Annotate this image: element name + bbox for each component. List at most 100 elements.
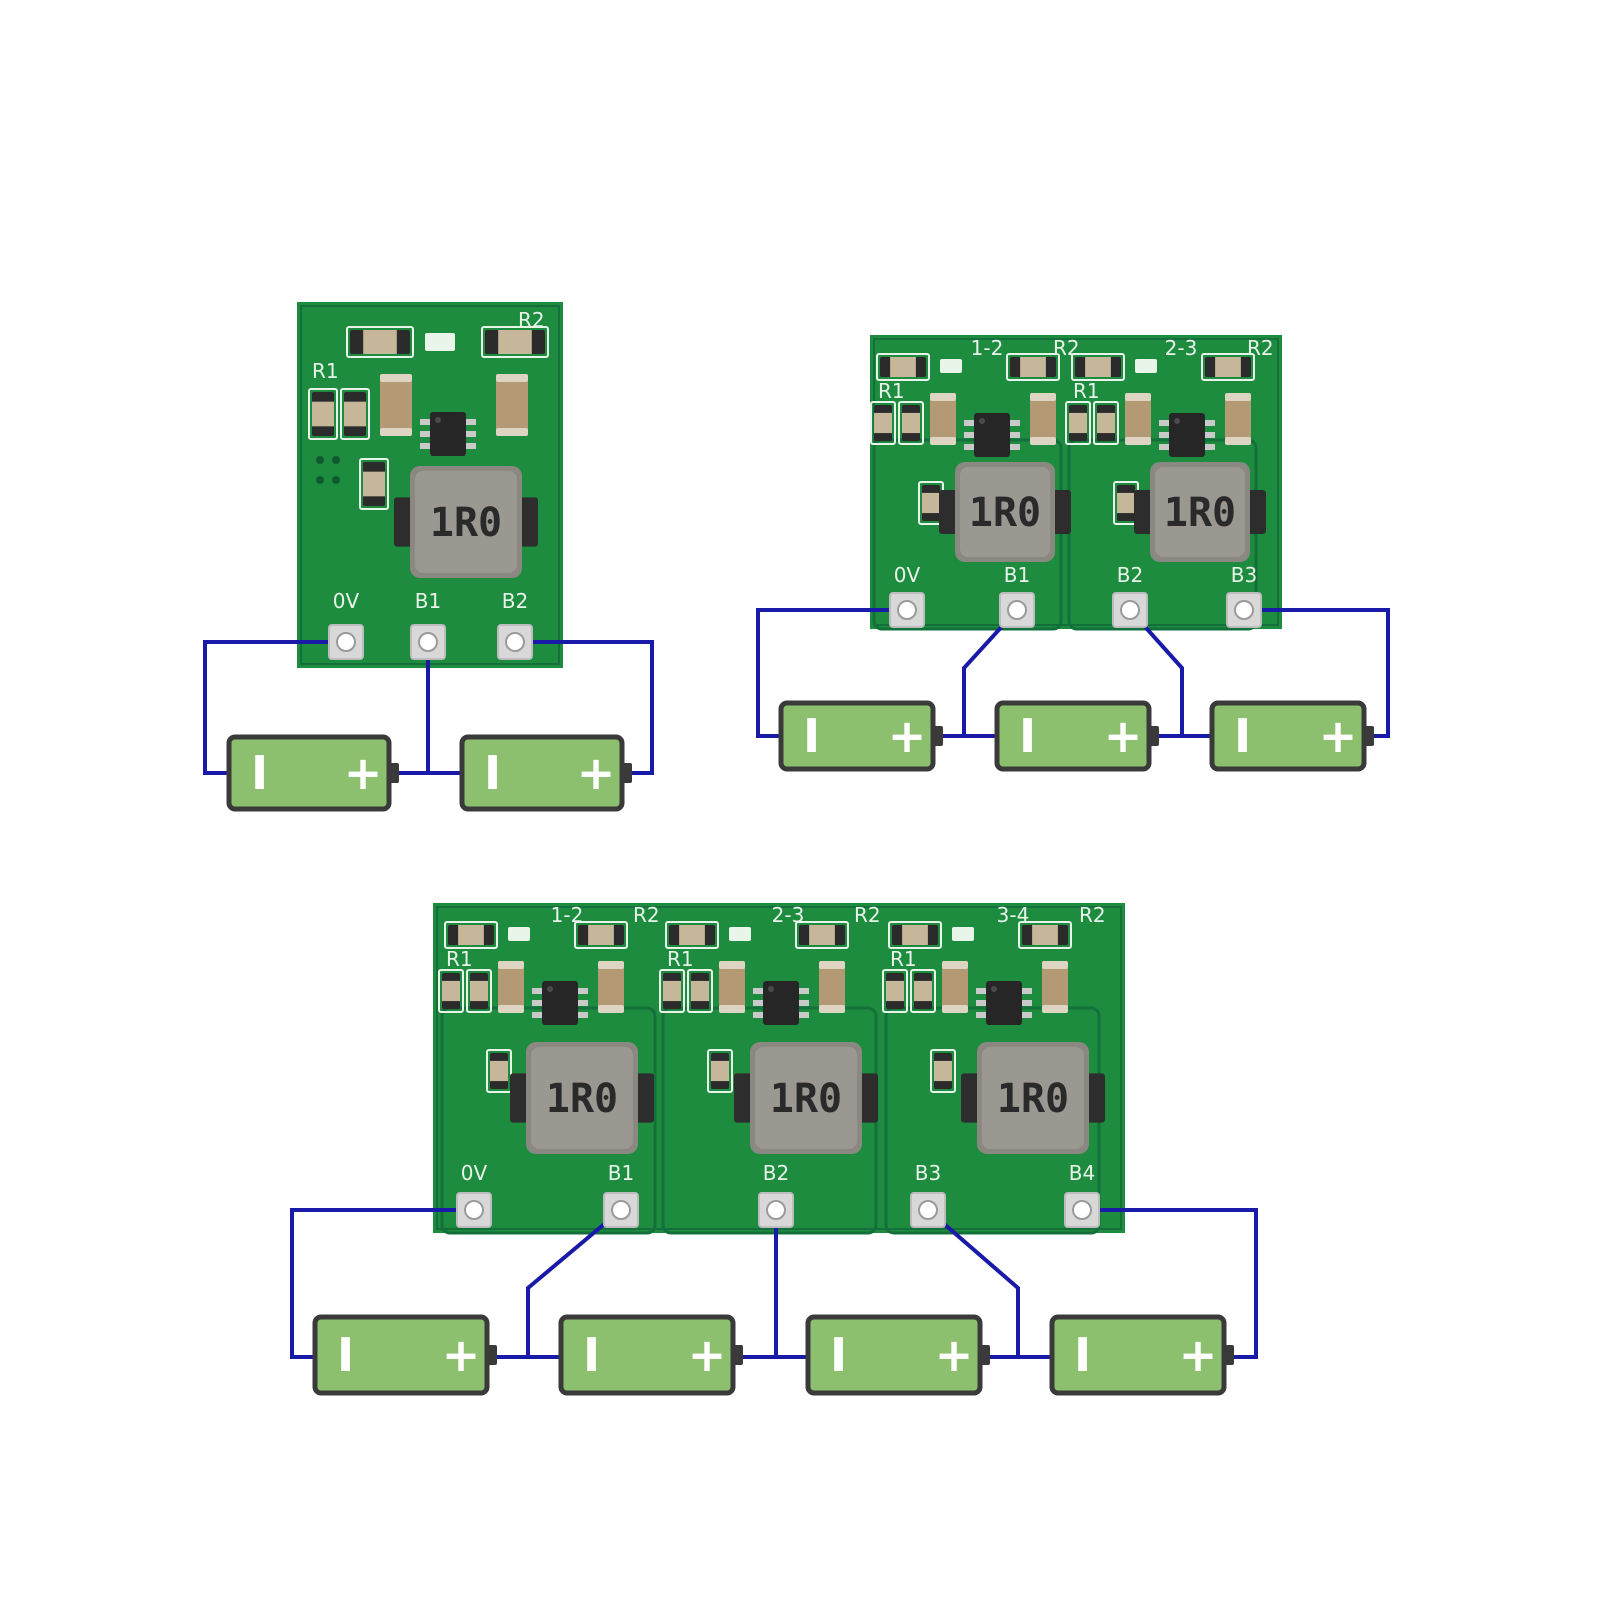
- pad-label-b1: B1: [608, 1161, 634, 1185]
- smd-outline: [1071, 353, 1125, 381]
- ic-pin: [799, 1000, 809, 1006]
- wire: [926, 1208, 1052, 1359]
- smd-body: [1097, 412, 1115, 434]
- solder-pad-hole: [766, 1200, 786, 1220]
- smd-body: [1215, 357, 1241, 377]
- ic-chip: [763, 981, 799, 1025]
- capacitor: [930, 393, 956, 445]
- wire: [203, 640, 346, 775]
- wire: [1082, 1208, 1258, 1359]
- battery-icon: I+: [459, 734, 632, 812]
- ic-pin: [1159, 444, 1169, 450]
- smd-outline: [1018, 921, 1072, 949]
- channel-label: 2-3: [772, 903, 805, 927]
- capacitor: [819, 961, 845, 1013]
- battery-icon: I+: [312, 1314, 497, 1396]
- solder-pad-hole: [611, 1200, 631, 1220]
- smd-outline: [882, 969, 908, 1013]
- smd-outline: [346, 326, 414, 358]
- pad-label-b4: B4: [1069, 1161, 1095, 1185]
- inductor-face: [755, 1047, 857, 1149]
- inductor-label: 1R0: [430, 500, 502, 546]
- smd-body: [934, 1060, 952, 1082]
- battery-negative-symbol: I: [484, 746, 501, 800]
- capacitor-cap: [1125, 393, 1151, 401]
- resistor-label-r2: R2: [1247, 336, 1274, 360]
- smd-outline: [910, 969, 936, 1013]
- pads: [889, 592, 1262, 628]
- solder-pad-hole: [1120, 600, 1140, 620]
- capacitor-cap: [1125, 437, 1151, 445]
- battery-positive-symbol: +: [888, 709, 927, 763]
- solder-pad-hole: [464, 1200, 484, 1220]
- pad-label-b1: B1: [1004, 563, 1030, 587]
- pad-label-b3: B3: [915, 1161, 941, 1185]
- channel-label: 2-3: [1165, 336, 1198, 360]
- resistor-label-r1: R1: [878, 379, 905, 403]
- ic-dot: [1174, 418, 1180, 424]
- battery-body: [1209, 700, 1367, 772]
- inductor-label: 1R0: [997, 1076, 1069, 1122]
- ic-pin: [420, 419, 430, 425]
- capacitor: [719, 961, 745, 1013]
- battery-negative-symbol: I: [830, 1328, 847, 1382]
- smd-body: [679, 925, 705, 945]
- solder-pad-hole: [897, 600, 917, 620]
- ic-chip: [1169, 413, 1205, 457]
- capacitor-cap: [930, 437, 956, 445]
- smd-body: [344, 401, 366, 427]
- smd-outline: [665, 921, 719, 949]
- battery-row: I+I+I+I+: [312, 1314, 1234, 1396]
- battery-negative-symbol: I: [1019, 709, 1036, 763]
- inductor-face: [960, 467, 1050, 557]
- pad-label-b1: B1: [415, 589, 441, 613]
- ic-pin: [532, 1000, 542, 1006]
- channel-label: 1-2: [971, 336, 1004, 360]
- capacitor: [598, 961, 624, 1013]
- ic-pin: [976, 1000, 986, 1006]
- solder-pad-hole: [1007, 600, 1027, 620]
- solder-pad-hole: [418, 632, 438, 652]
- capacitor-cap: [598, 961, 624, 969]
- wire: [389, 642, 462, 775]
- battery-positive-symbol: +: [1319, 709, 1358, 763]
- solder-pad-hole: [918, 1200, 938, 1220]
- battery-negative-symbol: I: [1074, 1328, 1091, 1382]
- wire: [1244, 608, 1390, 738]
- solder-pad-hole: [505, 632, 525, 652]
- smd-outline: [1065, 401, 1091, 445]
- ic-pin: [1159, 432, 1169, 438]
- battery-body: [1049, 1314, 1227, 1396]
- resistor-label-r1: R1: [890, 947, 917, 971]
- pad-label-b2: B2: [763, 1161, 789, 1185]
- ic-pin: [753, 1012, 763, 1018]
- smd-outline: [870, 401, 896, 445]
- ic-pin: [1010, 444, 1020, 450]
- capacitor-cap: [598, 1005, 624, 1013]
- capacitor-cap: [930, 393, 956, 401]
- wire: [290, 1208, 474, 1359]
- battery-icon: I+: [994, 700, 1159, 772]
- smd-outline: [486, 1049, 512, 1093]
- smd-outline: [876, 353, 930, 381]
- capacitor-cap: [719, 1005, 745, 1013]
- battery-positive-symbol: +: [344, 746, 383, 800]
- battery-positive-symbol: +: [577, 746, 616, 800]
- ic-pin: [1010, 420, 1020, 426]
- pcb-edge: [436, 906, 1122, 1230]
- ic-pin: [1022, 1000, 1032, 1006]
- ic-pin: [964, 420, 974, 426]
- smd-outline: [466, 969, 492, 1013]
- smd-body: [663, 980, 681, 1002]
- battery-negative-symbol: I: [803, 709, 820, 763]
- ic-pin: [1159, 420, 1169, 426]
- copper-pour: [1067, 438, 1258, 631]
- smd-outline: [687, 969, 713, 1013]
- wire: [933, 608, 1019, 738]
- smd-outline: [707, 1049, 733, 1093]
- capacitor-cap: [942, 1005, 968, 1013]
- ic-chip: [974, 413, 1010, 457]
